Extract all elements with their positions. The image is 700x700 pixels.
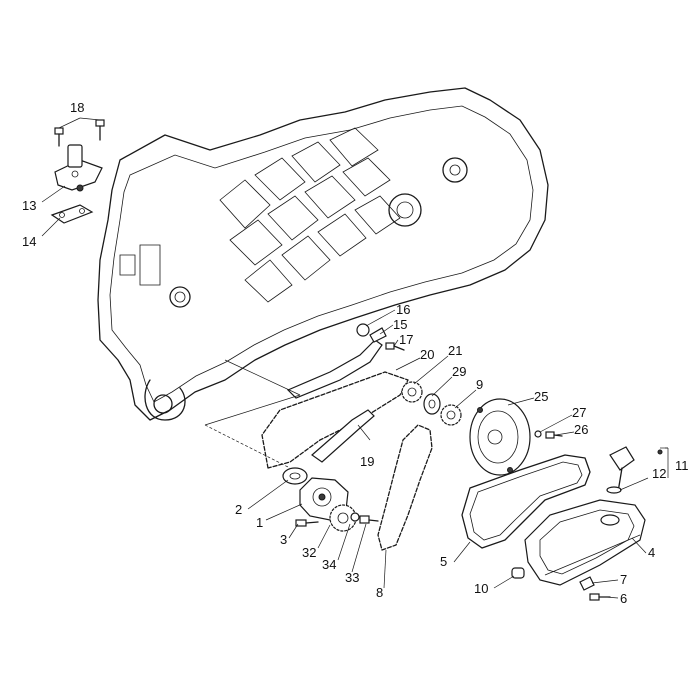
- callout-26: 26: [574, 422, 588, 437]
- washer: [423, 393, 441, 415]
- cover-washer: [534, 430, 542, 438]
- sump-washer: [579, 576, 595, 591]
- callout-12: 12: [652, 466, 666, 481]
- sprocket-bolt: [359, 515, 379, 524]
- callout-labels: 18 13 14 16 15 17 20 21 29 9 25 27 26 11…: [22, 100, 689, 606]
- pump-gasket: [461, 454, 591, 549]
- callout-3: 3: [280, 532, 287, 547]
- drain-plug: [511, 567, 525, 579]
- callout-8: 8: [376, 585, 383, 600]
- callout-33: 33: [345, 570, 359, 585]
- callout-17: 17: [399, 332, 413, 347]
- callout-2: 2: [235, 502, 242, 517]
- pump-washer: [282, 467, 308, 485]
- crankcase-ribs: [219, 127, 401, 303]
- callout-11: 11: [675, 458, 689, 473]
- chain-guide-upper: [286, 323, 387, 399]
- tensioner-bolt: [95, 119, 105, 141]
- callout-16: 16: [396, 302, 410, 317]
- callout-21: 21: [448, 343, 462, 358]
- callout-27: 27: [572, 405, 586, 420]
- callout-5: 5: [440, 554, 447, 569]
- callout-1: 1: [256, 515, 263, 530]
- dipstick-o-ring: [606, 486, 622, 494]
- assembly-lines: [204, 359, 301, 469]
- callout-20: 20: [420, 347, 434, 362]
- callout-9: 9: [476, 377, 483, 392]
- callout-34: 34: [322, 557, 336, 572]
- callout-19: 19: [360, 454, 374, 469]
- pump-gear: [440, 404, 462, 426]
- callout-32: 32: [302, 545, 316, 560]
- cover-screw: [545, 431, 563, 439]
- crankcase: [97, 87, 549, 421]
- leader-lines: [41, 117, 669, 599]
- tensioner-gasket: [50, 204, 94, 224]
- chain-tensioner: [54, 144, 103, 192]
- oil-sump: [524, 499, 646, 586]
- callout-15: 15: [393, 317, 407, 332]
- chain-guide-lower: [311, 409, 375, 463]
- oil-pump-chain-long: [261, 371, 409, 469]
- callout-29: 29: [452, 364, 466, 379]
- pump-screw: [295, 519, 319, 527]
- callout-10: 10: [474, 581, 488, 596]
- callout-13: 13: [22, 198, 36, 213]
- drive-sprocket: [401, 381, 423, 403]
- sprocket-washer: [350, 512, 360, 522]
- callout-7: 7: [620, 572, 627, 587]
- callout-18: 18: [70, 100, 84, 115]
- callout-25: 25: [534, 389, 548, 404]
- callout-4: 4: [648, 545, 655, 560]
- callout-14: 14: [22, 234, 36, 249]
- pump-cover: [469, 398, 531, 476]
- oil-pump-chain-short: [377, 424, 433, 551]
- callout-6: 6: [620, 591, 627, 606]
- tensioner-bolt: [54, 127, 64, 147]
